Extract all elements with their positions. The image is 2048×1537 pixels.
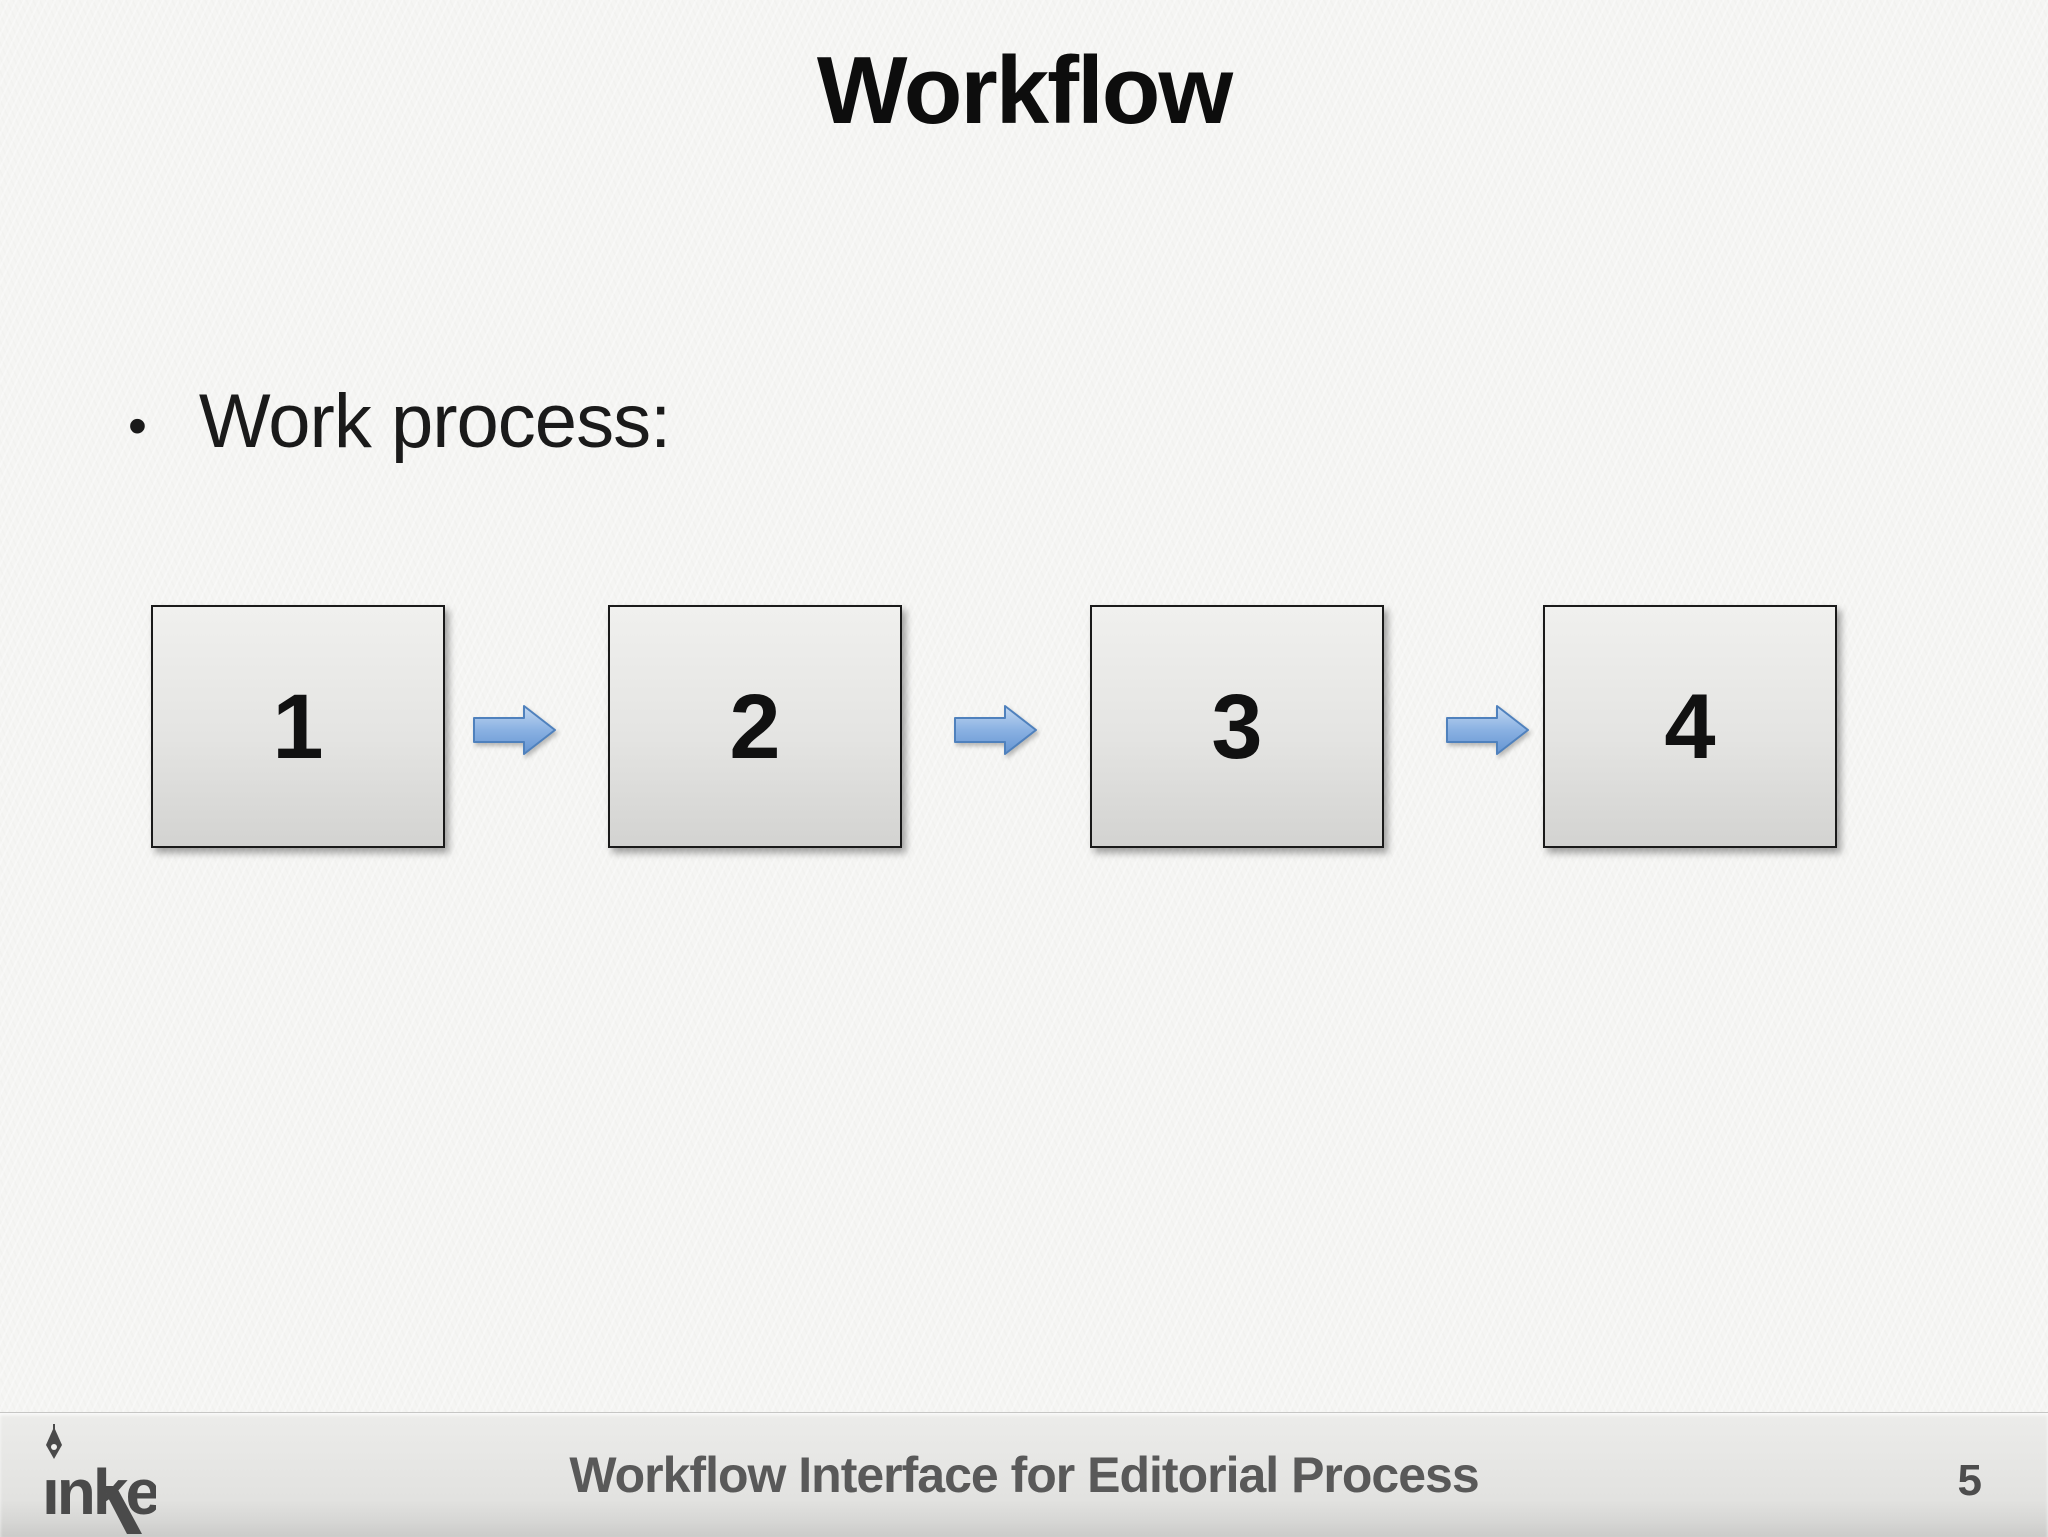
page-title: Workflow xyxy=(816,37,1233,144)
pen-nib-icon xyxy=(46,1424,62,1459)
footer-title: Workflow Interface for Editorial Process xyxy=(569,1447,1479,1503)
step-number: 1 xyxy=(272,675,324,778)
step-number: 4 xyxy=(1664,675,1716,778)
svg-text:ınke: ınke xyxy=(42,1456,156,1528)
bullet-item: • Work process: xyxy=(128,378,671,465)
inke-logo: ınke xyxy=(42,1424,156,1534)
workflow-step-box-1: 1 xyxy=(151,605,445,848)
footer-bar xyxy=(0,1412,2048,1537)
bullet-text: Work process: xyxy=(198,379,671,464)
flow-arrow-icon xyxy=(954,705,1037,755)
page-number: 5 xyxy=(1957,1456,1982,1505)
workflow-step-box-2: 2 xyxy=(608,605,902,848)
flow-arrow-icon xyxy=(473,705,556,755)
step-number: 2 xyxy=(729,675,781,778)
workflow-step-box-3: 3 xyxy=(1090,605,1384,848)
bullet-marker: • xyxy=(128,395,147,456)
flow-arrow-icon xyxy=(1446,705,1529,755)
workflow-step-box-4: 4 xyxy=(1543,605,1837,848)
step-number: 3 xyxy=(1211,675,1263,778)
